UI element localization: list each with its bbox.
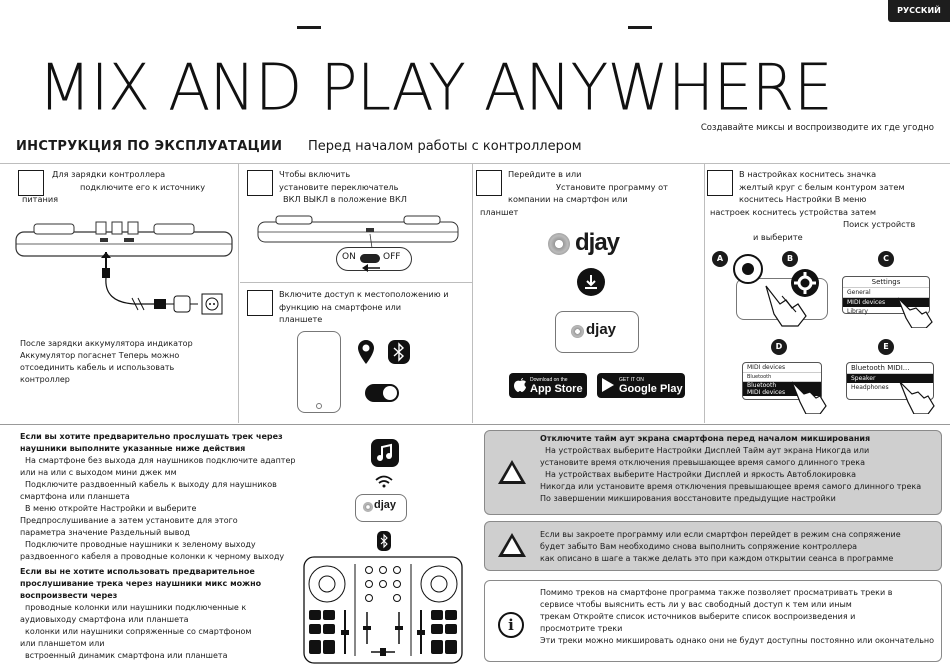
bluetooth-icon [377, 531, 391, 551]
djay-logo: djay [575, 229, 620, 256]
nopreview-title: Если вы не хотите использовать предварит… [20, 567, 262, 600]
djay-logo-small: djay [374, 499, 397, 511]
step-letter-c: C [878, 251, 894, 267]
step-5-text: В настройках коснитесь значка желтый кру… [710, 169, 916, 242]
headline: MIX AND PLAY ANYWHERE [38, 49, 833, 126]
controller-power-switch-illustration [257, 215, 459, 249]
preview-body: На смартфоне без выхода для наушников по… [20, 456, 296, 561]
step-letter-d: D [771, 339, 787, 355]
screen-timeout-warning-text: Отключите тайм аут экрана смартфона пере… [540, 434, 922, 503]
djay-disc-icon [548, 233, 570, 255]
google-play-button[interactable]: GET IT ON Google Play [597, 373, 685, 398]
djay-disc-icon [363, 502, 373, 512]
column-divider [238, 163, 239, 423]
step-letter-a: A [712, 251, 728, 267]
step-3-text: Включите доступ к местоположению и функц… [279, 289, 449, 324]
pointing-hand-icon [791, 381, 827, 414]
phone-illustration [297, 331, 341, 413]
section-subtitle: Перед началом работы с контроллером [308, 139, 582, 154]
location-pin-icon [358, 340, 374, 364]
screen-timeout-warning-panel [484, 430, 942, 515]
step-letter-b: B [782, 251, 798, 267]
wireless-icon [375, 475, 393, 488]
info-icon: i [498, 612, 524, 638]
warning-icon [498, 460, 526, 484]
step-3-checkbox [247, 290, 273, 316]
step-1-checkbox [18, 170, 44, 196]
top-accent-bar [628, 26, 652, 29]
language-badge: РУССКИЙ [888, 0, 950, 22]
row-divider [0, 424, 950, 425]
row-divider [240, 282, 472, 283]
preview-title: Если вы хотите предварительно прослушать… [20, 432, 283, 453]
controller-top-view-illustration [303, 556, 463, 664]
apple-icon [514, 378, 526, 392]
column-divider [704, 163, 705, 423]
step-4-text: Перейдите в или Установите программу от … [480, 169, 668, 217]
row-divider [0, 163, 950, 164]
controller-charging-illustration [15, 221, 233, 315]
nopreview-body: проводные колонки или наушники подключен… [20, 603, 252, 660]
download-icon [577, 268, 605, 296]
step-1-after-text: После зарядки аккумулятора индикатор Акк… [20, 339, 193, 384]
step-2-checkbox [247, 170, 273, 196]
app-store-button[interactable]: Download on the App Store [509, 373, 587, 398]
djay-disc-icon [571, 325, 584, 338]
circle-dot-icon [742, 263, 754, 275]
arrow-left-icon [362, 264, 380, 272]
pairing-warning-panel [484, 521, 942, 571]
step-letter-e: E [878, 339, 894, 355]
pairing-warning-text: Если вы закроете программу или если смар… [540, 530, 901, 563]
column-divider [472, 163, 473, 423]
google-play-icon [602, 378, 614, 392]
step-4-checkbox [476, 170, 502, 196]
step-2-text: Чтобы включить установите переключатель … [279, 169, 407, 204]
switch-off-label: OFF [383, 252, 401, 262]
switch-on-label: ON [342, 252, 356, 262]
switch-toggle [360, 254, 380, 263]
toggle-knob [383, 386, 397, 400]
step-1-text: Для зарядки контроллера подключите его к… [22, 169, 206, 204]
pointing-hand-icon [899, 381, 935, 414]
warning-icon [498, 533, 526, 557]
pointing-hand-icon [765, 285, 807, 327]
step-5-checkbox [707, 170, 733, 196]
streaming-info-panel [484, 580, 942, 662]
phone-home-button [316, 403, 322, 409]
tagline: Создавайте миксы и воспроизводите их где… [700, 123, 934, 133]
music-note-icon [371, 439, 399, 467]
phone-djay-app [555, 311, 639, 353]
section-title: ИНСТРУКЦИЯ ПО ЭКСПЛУАТАЦИИ [16, 139, 283, 154]
gear-icon [791, 269, 819, 297]
streaming-info-text: Помимо треков на смартфоне программа так… [540, 588, 935, 645]
top-accent-bar [297, 26, 321, 29]
pointing-hand-icon [897, 297, 933, 328]
bluetooth-icon [388, 340, 410, 364]
djay-logo-small: djay [586, 321, 617, 338]
